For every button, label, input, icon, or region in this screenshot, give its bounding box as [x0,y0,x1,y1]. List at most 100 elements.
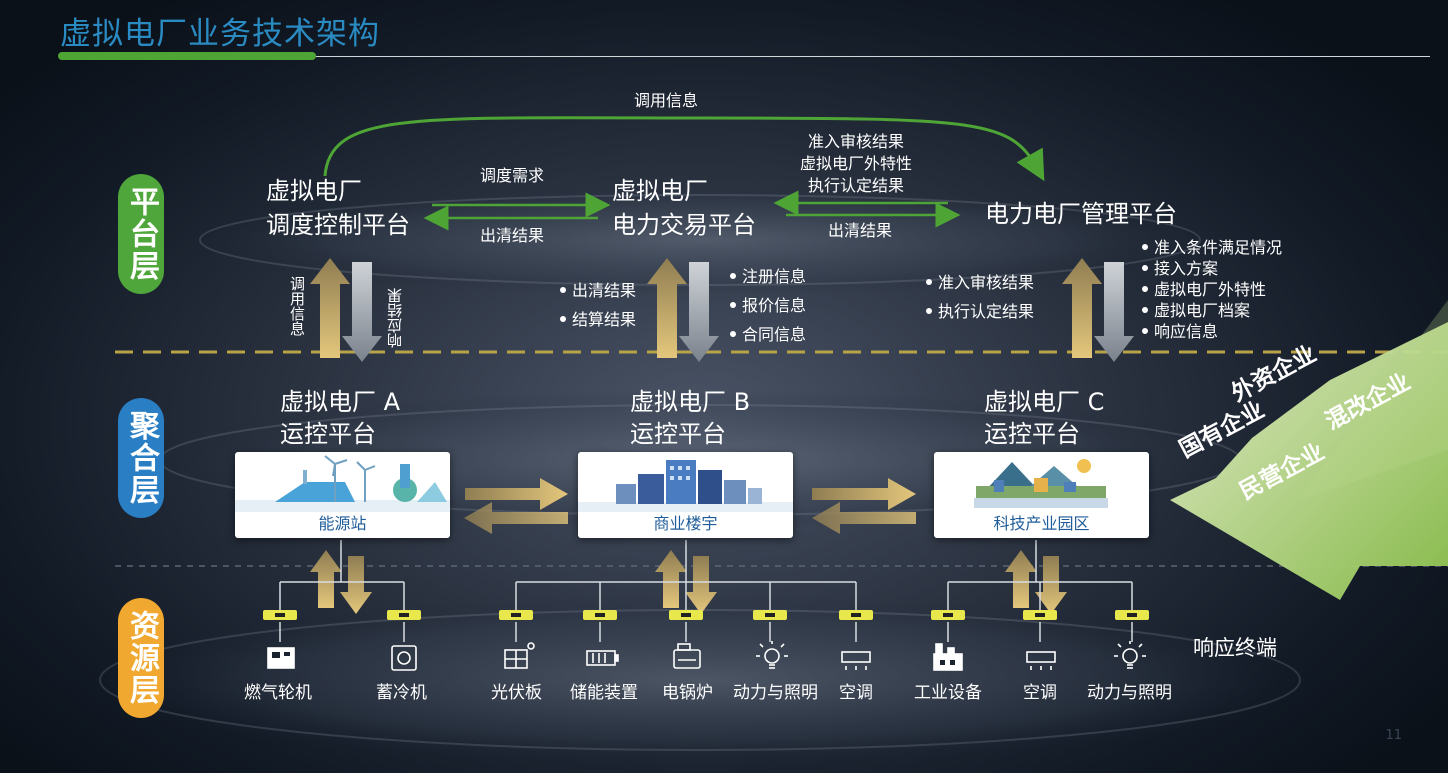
flow-mgmt-line-3: 执行认定结果 [808,176,905,195]
aggregator-b-title: 虚拟电厂 B 运控平台 [630,386,750,450]
flow-clearing-result-right-label: 出清结果 [828,221,893,240]
flow-dispatch-demand-label: 调度需求 [480,166,545,185]
aggregator-b-title-line1: 虚拟电厂 B [630,388,751,416]
meter-icon [839,610,873,620]
resource-label: 工业设备 [914,683,982,703]
commercial-building-card: 商业楼宇 [578,452,793,538]
flow-mgmt-line-1: 准入审核结果 [808,132,905,151]
management-platform: 电力电厂管理平台 [985,200,1177,228]
meter-icon [753,610,787,620]
flow-top-arc-label: 调用信息 [634,91,699,110]
aggregator-b-title-line2: 运控平台 [630,420,726,448]
meter-icon [1115,610,1149,620]
tech-park-card: 科技产业园区 [934,452,1149,538]
light-bulb-icon [1114,641,1146,669]
meter-icon [1023,610,1057,620]
resource-wiring [279,540,1133,642]
arrow-c-to-b [812,502,916,534]
resource-label: 蓄冷机 [376,683,427,703]
flow-clearing-result-left-label: 出清结果 [480,226,545,245]
bullet-item: 执行认定结果 [926,297,1034,326]
trading-platform-line2: 电力交易平台 [612,211,756,239]
air-conditioner-icon [1026,651,1056,670]
layer-aggregation-badge: 聚合层 [118,398,164,518]
tech-park-label: 科技产业园区 [993,514,1090,533]
bullet-item: 准入条件满足情况 [1142,237,1282,258]
meter-icon [263,610,297,620]
flow-mgmt-line-2: 虚拟电厂外特性 [800,154,913,173]
commercial-building-label: 商业楼宇 [653,514,718,533]
bullet-item: 响应信息 [1142,321,1282,342]
title-divider [316,56,1430,57]
battery-icon [586,650,619,666]
arrow-up-middle [647,258,687,358]
page-number: 11 [1385,728,1402,743]
mid-right-bullets: 注册信息 报价信息 合同信息 [730,262,806,349]
bullet-item: 结算结果 [560,305,636,334]
resource-label: 电锅炉 [662,683,713,703]
bullet-item: 虚拟电厂外特性 [1142,279,1282,300]
resource-label: 动力与照明 [1087,683,1172,703]
electric-boiler-icon [673,643,701,669]
resource-label: 空调 [839,683,873,703]
response-terminal-label: 响应终端 [1193,636,1277,660]
resource-label: 光伏板 [491,683,542,703]
flow-vertical-call-info: 调用信息 [288,276,306,336]
aggregator-c-title: 虚拟电厂 C 运控平台 [984,386,1104,450]
commercial-building-illustration [578,460,793,512]
energy-station-card: 能源站 [235,452,450,538]
dispatch-platform-line2: 调度控制平台 [266,211,410,239]
bullet-item: 准入审核结果 [926,268,1034,297]
arrow-a-to-b [465,478,568,510]
arrow-down-middle [679,262,719,362]
bullet-item: 接入方案 [1142,258,1282,279]
arrow-b-to-a [464,502,568,534]
arrow-res-down-b [685,556,717,614]
bullet-item: 出清结果 [560,276,636,305]
aggregator-a-title: 虚拟电厂 A 运控平台 [280,386,400,450]
right-left-bullets: 准入审核结果 执行认定结果 [926,268,1034,326]
resource-label: 动力与照明 [733,683,818,703]
solar-panel-icon [504,642,535,669]
aggregator-a-title-line1: 虚拟电厂 A [280,388,401,416]
arrow-down-right [1094,262,1134,362]
bullet-item: 合同信息 [730,320,806,349]
energy-station-label: 能源站 [318,514,367,533]
aggregator-a-title-line2: 运控平台 [280,420,376,448]
arrow-b-to-c [812,478,916,510]
title-accent-bar [58,52,316,60]
dispatch-platform: 虚拟电厂 调度控制平台 [266,174,410,242]
arrow-res-up-a [310,550,342,608]
flow-mgmt-to-trading-labels: 准入审核结果 虚拟电厂外特性 执行认定结果 [800,131,912,197]
trading-platform-line1: 虚拟电厂 [612,177,708,205]
dispatch-platform-line1: 虚拟电厂 [266,177,362,205]
arrow-up-left [310,258,350,358]
layer-aggregation-label: 聚合层 [124,410,159,506]
factory-icon [933,643,963,671]
layer-platform-label: 平台层 [124,186,159,282]
meter-icon [583,610,617,620]
bullet-item: 注册信息 [730,262,806,291]
bullet-item: 报价信息 [730,291,806,320]
arrow-res-up-c [1005,550,1037,608]
arrow-res-down-a [340,556,372,614]
layer-platform-badge: 平台层 [118,174,164,294]
page-title: 虚拟电厂业务技术架构 [60,16,380,52]
resource-label: 空调 [1023,683,1057,703]
arrow-down-left [342,262,382,362]
mid-left-bullets: 出清结果 结算结果 [560,276,636,334]
arrow-res-down-c [1035,556,1067,614]
arrow-res-up-b [655,550,687,608]
resource-label: 储能装置 [570,683,638,703]
meter-icon [499,610,533,620]
meter-icon [387,610,421,620]
tech-park-illustration [974,459,1108,508]
aggregator-c-title-line2: 运控平台 [984,420,1080,448]
trading-platform: 虚拟电厂 电力交易平台 [612,174,756,242]
gas-turbine-icon [267,647,295,669]
cold-storage-icon [391,645,417,671]
arrow-up-right [1062,258,1102,358]
bullet-item: 虚拟电厂档案 [1142,300,1282,321]
